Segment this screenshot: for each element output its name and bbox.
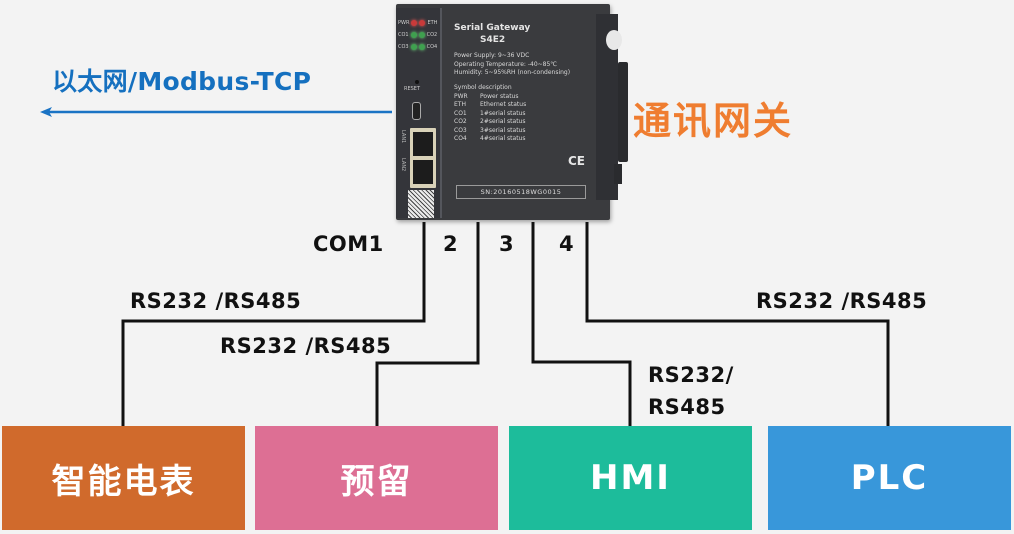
device-front-panel: PWR ETH CO1 CO2 CO3 CO4 RESET LAN1 LAN2 (396, 8, 442, 218)
serial-number: SN:20160518WG0015 (480, 188, 562, 196)
device-product-name: Serial Gateway (454, 23, 531, 33)
protocol-label-com4: RS232 /RS485 (756, 289, 928, 313)
spec-temperature: Operating Temperature: -40~85℃ (454, 60, 558, 68)
protocol-line: RS232/ (648, 363, 734, 387)
symbol-desc: 3#serial status (480, 126, 526, 134)
symbol-code: PWR (454, 92, 468, 100)
protocol-label-com1: RS232 /RS485 (130, 289, 302, 313)
symbol-row: CO1 1#serial status (454, 110, 526, 119)
usb-port-icon (412, 102, 421, 120)
device-sticker (606, 30, 622, 50)
lan1-port-icon (413, 132, 433, 156)
symbol-heading: Symbol description (454, 84, 512, 91)
co2-led-icon (418, 32, 425, 38)
symbol-code: ETH (454, 101, 466, 108)
device-specs: Power Supply: 9~36 VDC Operating Tempera… (454, 52, 570, 78)
reset-label: RESET (404, 86, 421, 92)
device-box-hmi: HMI (509, 426, 752, 530)
lan2-port-icon (413, 160, 433, 184)
led-row-co1-co2: CO1 CO2 (398, 32, 437, 38)
lan-ports (410, 128, 436, 188)
symbol-desc: 1#serial status (480, 109, 526, 117)
device-box-label: 预留 (340, 461, 413, 502)
symbol-code: CO4 (454, 135, 467, 142)
ce-mark-icon: CE (568, 154, 586, 168)
led-label: CO3 (398, 44, 409, 50)
protocol-line: RS485 (648, 395, 726, 419)
device-box-smart-meter: 智能电表 (2, 426, 245, 530)
led-label: CO4 (426, 44, 438, 50)
din-rail-clip (618, 62, 628, 162)
protocol-label-com2: RS232 /RS485 (220, 334, 392, 358)
co3-led-icon (410, 44, 417, 50)
wire-com4 (585, 222, 890, 426)
port-label-3: 3 (499, 232, 515, 256)
device-box-label: PLC (850, 458, 929, 498)
co4-led-icon (418, 44, 425, 50)
symbol-row: CO3 3#serial status (454, 127, 526, 136)
symbol-desc: 2#serial status (480, 118, 526, 125)
protocol-label-com3: RS232/ RS485 (648, 359, 734, 423)
gateway-title: 通讯网关 (633, 99, 794, 143)
ethernet-modbus-tcp-label: 以太网/Modbus-TCP (52, 67, 312, 96)
led-label: CO1 (398, 32, 409, 38)
symbol-description: Symbol description PWR Power status ETH Et… (454, 84, 526, 144)
led-label: CO2 (426, 32, 438, 38)
reset-button (415, 80, 419, 84)
spec-power: Power Supply: 9~36 VDC (454, 52, 530, 59)
din-rail-clip-lower (614, 164, 622, 184)
spec-humidity: Humidity: 5~95%RH (non-condensing) (454, 69, 571, 76)
symbol-desc: Ethernet status (480, 101, 527, 108)
eth-led-icon (419, 20, 426, 26)
device-side-panel (596, 14, 618, 200)
pwr-led-icon (411, 20, 418, 26)
led-label: PWR (398, 20, 410, 26)
led-row-pwr-eth: PWR ETH (398, 20, 437, 26)
device-box-plc: PLC (768, 426, 1011, 530)
serial-gateway-device: PWR ETH CO1 CO2 CO3 CO4 RESET LAN1 LAN2 … (396, 4, 628, 220)
symbol-row: CO4 4#serial status (454, 135, 526, 144)
serial-number-box: SN:20160518WG0015 (456, 185, 586, 199)
led-row-co3-co4: CO3 CO4 (398, 44, 437, 50)
lan1-label: LAN1 (400, 130, 406, 144)
symbol-code: CO2 (454, 118, 467, 125)
lan2-label: LAN2 (400, 158, 406, 172)
symbol-desc: 4#serial status (480, 135, 526, 142)
ethernet-arrow-icon (40, 107, 392, 117)
led-label: ETH (427, 20, 438, 26)
port-label-4: 4 (559, 232, 575, 256)
device-box-reserved: 预留 (255, 426, 498, 530)
symbol-code: CO1 (454, 109, 467, 117)
co1-led-icon (410, 32, 417, 38)
device-box-label: HMI (590, 458, 671, 498)
symbol-desc: Power status (480, 92, 519, 100)
port-label-com1: COM1 (313, 232, 384, 256)
device-model: S4E2 (480, 35, 506, 45)
symbol-code: CO3 (454, 126, 467, 134)
wire-com3 (531, 222, 632, 426)
symbol-row: CO2 2#serial status (454, 118, 526, 127)
qr-code-icon (408, 190, 434, 218)
symbol-row: ETH Ethernet status (454, 101, 526, 110)
device-box-label: 智能电表 (51, 461, 196, 502)
wire-com2 (375, 222, 480, 426)
symbol-row: PWR Power status (454, 93, 526, 102)
port-label-2: 2 (443, 232, 459, 256)
